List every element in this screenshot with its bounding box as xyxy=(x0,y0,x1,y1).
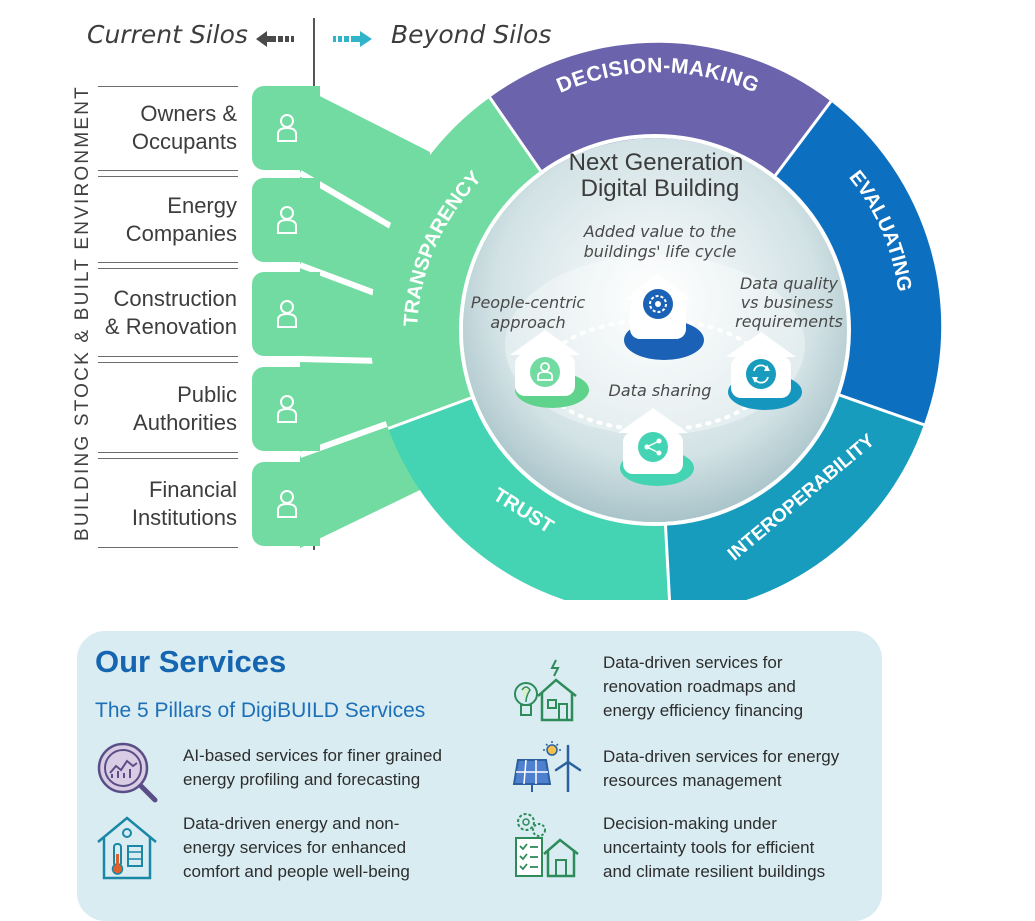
bulb-house-icon xyxy=(514,659,577,722)
data-sharing-label: Data sharing xyxy=(609,381,712,400)
stakeholder-construction: Construction& Renovation xyxy=(104,286,237,339)
service-comfort: Data-driven energy and non- energy servi… xyxy=(183,814,410,881)
stakeholder-tab xyxy=(252,178,320,262)
person-icon xyxy=(277,395,297,423)
added-value-line1: Added value to the xyxy=(583,222,737,241)
divider xyxy=(98,262,238,263)
divider xyxy=(98,356,238,357)
house-thermometer-icon xyxy=(97,816,157,880)
stakeholder-owners: Owners &Occupants xyxy=(131,101,237,154)
divider xyxy=(98,458,238,459)
refresh-house-icon xyxy=(726,332,802,410)
divider xyxy=(98,268,238,269)
stakeholder-tab xyxy=(252,86,320,170)
services-panel xyxy=(77,631,882,921)
person-icon xyxy=(277,300,297,328)
beyond-silos-label: Beyond Silos xyxy=(391,20,552,49)
person-icon xyxy=(277,490,297,518)
data-quality-line2: vs business xyxy=(741,293,834,312)
pillar-interoperability-segment xyxy=(665,393,924,600)
services-title: Our Services xyxy=(95,644,287,679)
data-quality-line3: requirements xyxy=(735,312,843,331)
service-ai-profiling: AI-based services for finer grained ener… xyxy=(183,746,442,789)
divider xyxy=(98,176,238,177)
divider xyxy=(98,86,238,87)
service-decision-making: Decision-making under uncertainty tools … xyxy=(603,814,826,881)
magnifier-chart-icon xyxy=(97,742,158,803)
current-silos-label: Current Silos xyxy=(87,20,248,49)
service-renovation: Data-driven services for renovation road… xyxy=(603,653,804,720)
arrow-left-icon xyxy=(256,31,294,47)
data-quality-line1: Data quality xyxy=(740,274,839,293)
arrow-right-icon xyxy=(333,31,372,47)
center-title-line2: Digital Building xyxy=(581,175,740,202)
gears-checklist-house-icon xyxy=(515,813,579,878)
divider xyxy=(98,362,238,363)
people-centric-line2: approach xyxy=(490,313,565,332)
added-value-line2: buildings' life cycle xyxy=(584,242,737,261)
person-icon xyxy=(277,206,297,234)
pillar-transparency-segment xyxy=(370,97,544,429)
pillar-evaluating-segment xyxy=(773,101,942,425)
person-icon xyxy=(277,114,297,142)
divider xyxy=(98,170,238,171)
center-title-line1: Next Generation xyxy=(569,149,744,176)
pillars-wheel: DECISION-MAKING EVALUATING TRANSPARENCY … xyxy=(370,42,942,600)
pillar-decision-segment xyxy=(489,42,831,178)
stakeholder-tab xyxy=(252,272,320,356)
pillar-trust-segment xyxy=(388,396,670,600)
stakeholder-tab xyxy=(252,462,320,546)
service-resources: Data-driven services for energy resource… xyxy=(603,747,840,790)
divider xyxy=(98,547,238,548)
people-centric-line1: People-centric xyxy=(471,293,586,312)
share-house-icon xyxy=(618,408,694,486)
person-house-icon xyxy=(510,330,589,408)
stakeholder-tab xyxy=(252,367,320,451)
services-subtitle: The 5 Pillars of DigiBUILD Services xyxy=(95,699,426,722)
divider xyxy=(98,452,238,453)
solar-wind-icon xyxy=(512,741,582,792)
gear-house-icon xyxy=(624,273,704,360)
